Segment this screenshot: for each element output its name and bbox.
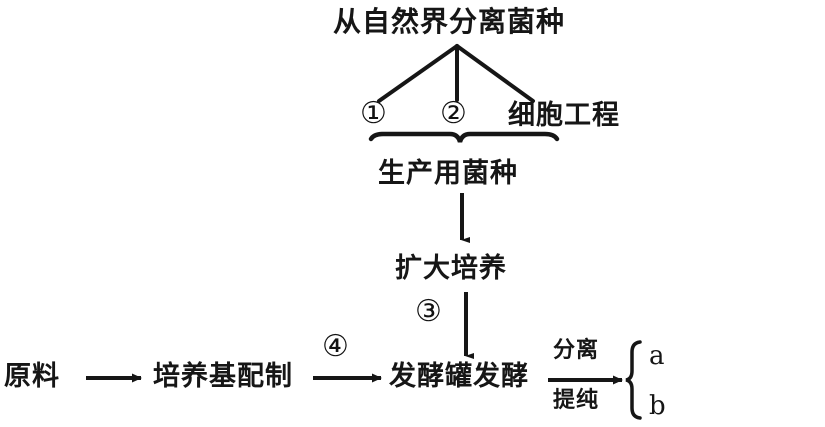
node-step-3-circle: ③ (415, 294, 442, 329)
node-expand-culture: 扩大培养 (395, 253, 507, 284)
node-source-strain: 从自然界分离菌种 (333, 5, 566, 38)
branch-lines-top (377, 44, 535, 103)
brace-products (625, 340, 642, 420)
node-branch-2-circle: ② (440, 96, 467, 131)
node-fermenter: 发酵罐发酵 (389, 361, 529, 392)
node-step-4-circle: ④ (322, 329, 349, 364)
brace-branches (368, 131, 560, 143)
node-branch-1-circle: ① (360, 96, 387, 131)
node-production-strain: 生产用菌种 (378, 158, 518, 189)
node-product-b: b (649, 391, 667, 421)
node-cell-engineering: 细胞工程 (508, 100, 620, 131)
label-purify: 提纯 (553, 388, 600, 413)
node-medium-preparation: 培养基配制 (153, 361, 293, 392)
node-raw-material: 原料 (4, 361, 60, 392)
node-product-a: a (649, 341, 666, 371)
label-separate: 分离 (553, 338, 600, 363)
